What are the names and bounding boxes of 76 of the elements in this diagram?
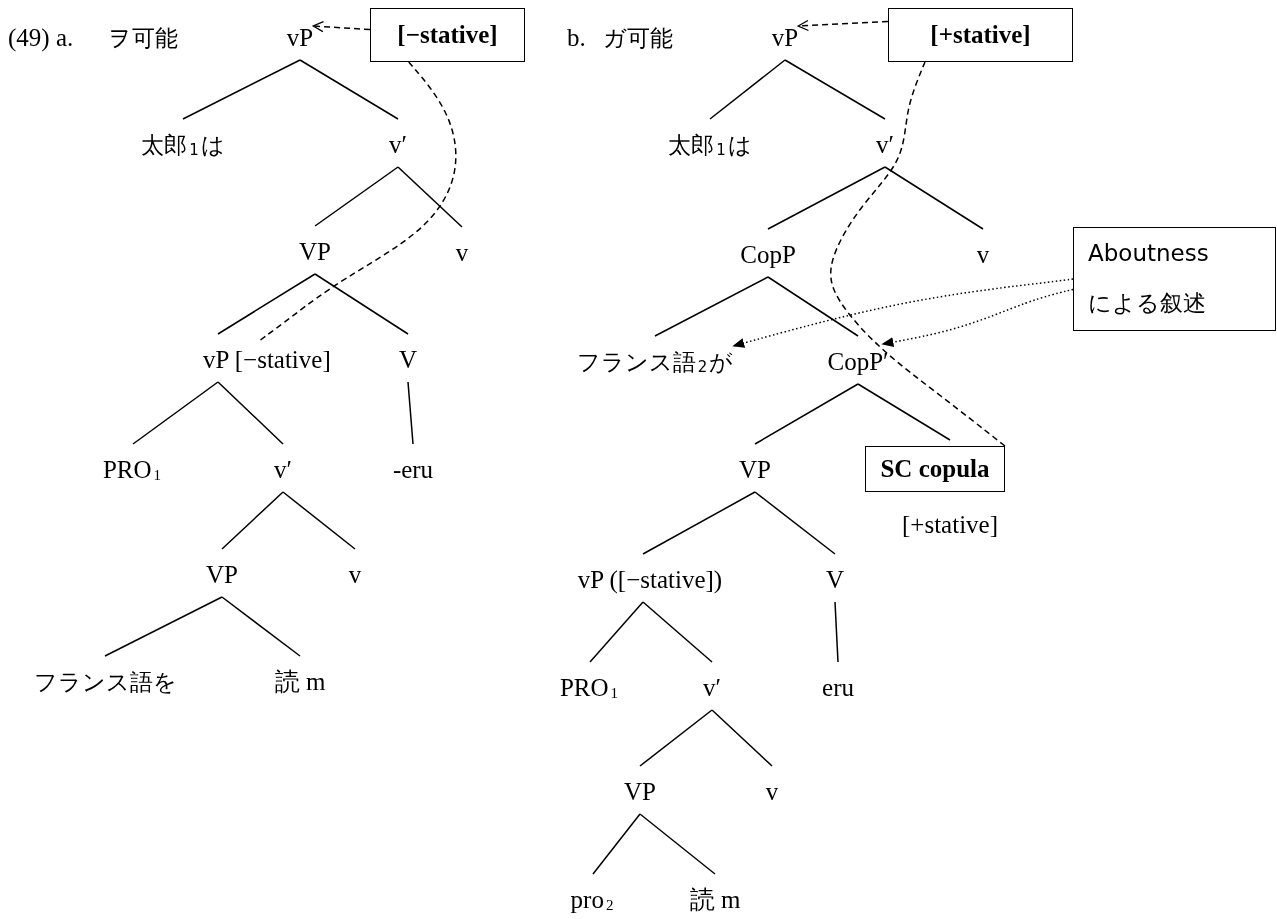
tree-branch xyxy=(654,276,769,337)
tree-branch xyxy=(182,59,301,120)
tree-node-label: 読 m xyxy=(274,662,326,702)
note-box: Aboutness による叙述 xyxy=(1073,227,1276,331)
tree-branch xyxy=(639,813,716,875)
arrow xyxy=(732,278,1074,348)
tree-branch xyxy=(221,491,284,550)
tree-branch xyxy=(711,709,773,767)
tree-node-label: v′ xyxy=(876,125,894,165)
tree-node-label: 読 m xyxy=(689,880,741,919)
tree-node-label: v′ xyxy=(703,668,721,708)
tree-node-label: V xyxy=(398,340,418,380)
tree-branch xyxy=(857,383,951,441)
tree-branch xyxy=(217,381,284,445)
tree-node-label: v xyxy=(765,772,779,812)
tree-branch xyxy=(314,273,409,335)
tree-node-label: フランス語を xyxy=(33,662,177,702)
example-label: ヲ可能 xyxy=(108,24,178,53)
tree-branch xyxy=(221,596,301,657)
tree-node-label: V xyxy=(825,560,845,600)
tree-node-label: v xyxy=(455,233,469,273)
tree-branch xyxy=(592,813,641,875)
tree-branch xyxy=(397,166,463,228)
feature-annotation: [+stative] xyxy=(902,510,998,540)
tree-node-label: CopP xyxy=(740,235,796,275)
tree-node-label: vP xyxy=(771,18,799,58)
example-label: (49) a. xyxy=(8,23,74,54)
tree-branch xyxy=(407,381,414,445)
tree-node-label: vP [−stative] xyxy=(203,340,331,380)
tree-node-label: v xyxy=(348,555,362,595)
tree-node-label: 太郎$_{1}$は xyxy=(668,125,752,165)
tree-branch xyxy=(132,381,219,445)
tree-node-label: PRO$_{1}$ xyxy=(559,668,621,708)
tree-node-label: v′ xyxy=(274,450,292,490)
tree-node-label: PRO$_{1}$ xyxy=(102,450,164,490)
tree-node-label: CopP′ xyxy=(827,342,889,382)
tree-branch xyxy=(834,601,839,663)
tree-branch xyxy=(282,491,356,550)
tree-branch xyxy=(314,166,399,227)
tree-branch xyxy=(589,601,644,663)
feature-box: [+stative] xyxy=(888,8,1073,62)
tree-branch xyxy=(709,59,786,120)
tree-node-label: v xyxy=(976,235,990,275)
tree-node-label: -eru xyxy=(392,450,434,490)
tree-branch xyxy=(642,601,713,663)
arrow xyxy=(881,288,1074,347)
tree-branch xyxy=(767,166,886,230)
tree-branch xyxy=(884,166,984,230)
movement-line xyxy=(830,61,1006,447)
tree-branch xyxy=(217,273,316,335)
tree-branch xyxy=(104,596,223,657)
tree-node-label: VP xyxy=(624,772,656,812)
arrow xyxy=(797,19,889,32)
tree-node-label: vP ([−stative]) xyxy=(577,560,723,600)
feature-box: [−stative] xyxy=(370,8,525,62)
example-label: ガ可能 xyxy=(603,24,673,53)
tree-node-label: eru xyxy=(822,668,854,708)
movement-line xyxy=(259,61,457,341)
arrow xyxy=(312,21,371,33)
tree-node-label: vP xyxy=(286,18,314,58)
tree-branch xyxy=(639,709,713,767)
tree-node-label: VP xyxy=(299,232,331,272)
feature-box: SC copula xyxy=(865,446,1005,492)
tree-node-label: フランス語$_{2}$が xyxy=(576,342,734,382)
tree-node-label: pro$_{2}$ xyxy=(570,880,616,919)
tree-node-label: VP xyxy=(739,450,771,490)
example-label: b. xyxy=(567,23,586,53)
tree-branch xyxy=(784,59,886,120)
tree-node-label: 太郎$_{1}$は xyxy=(141,125,225,165)
tree-branch xyxy=(767,276,859,337)
tree-node-label: v′ xyxy=(389,125,407,165)
tree-branch xyxy=(754,383,859,445)
tree-branch xyxy=(299,59,399,120)
tree-node-label: VP xyxy=(206,555,238,595)
tree-branch xyxy=(642,491,756,555)
tree-branch xyxy=(754,491,836,555)
